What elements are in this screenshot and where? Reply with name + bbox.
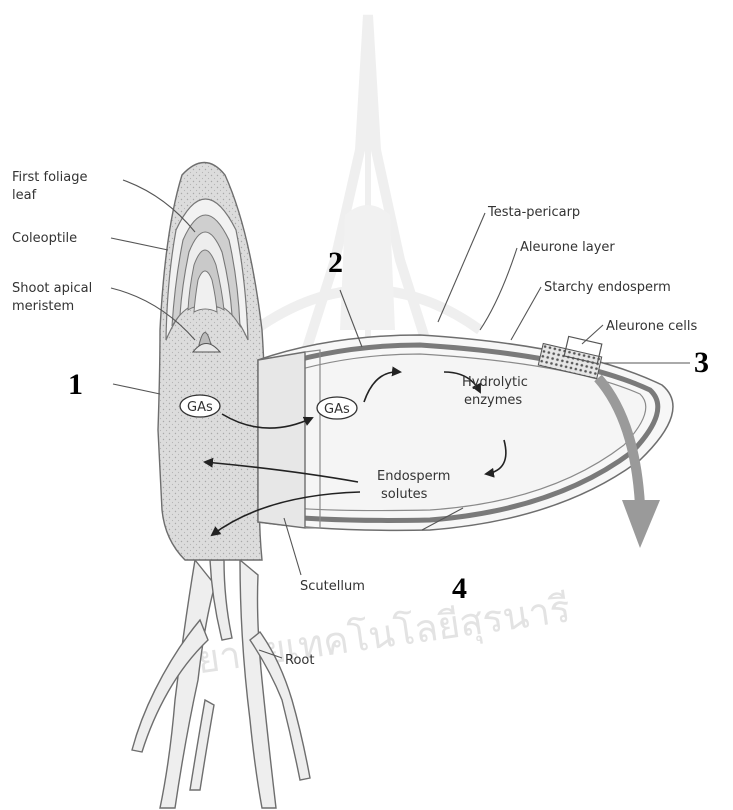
callout-4: 4 [452,572,467,605]
label-shoot-apical-meristem-1: Shoot apical [12,281,92,296]
label-endosperm-solutes-1: Endosperm [377,469,450,484]
label-first-foliage-leaf-1: First foliage [12,170,87,185]
label-coleoptile: Coleoptile [12,231,77,246]
label-shoot-apical-meristem-2: meristem [12,299,74,314]
label-aleurone-layer: Aleurone layer [520,240,615,255]
label-aleurone-cells: Aleurone cells [606,319,697,334]
label-testa-pericarp: Testa-pericarp [487,205,580,220]
root-system [132,560,310,808]
callout-1: 1 [68,368,83,401]
label-gas-embryo: GAs [187,400,213,415]
label-endosperm-solutes-2: solutes [381,487,428,502]
label-root: Root [285,653,314,668]
seed-endosperm [258,335,673,548]
label-gas-scutellum: GAs [324,402,350,417]
embryo-shoot [158,163,265,561]
label-hydrolytic-enzymes-2: enzymes [464,393,522,408]
callout-2: 2 [328,246,343,279]
callout-3: 3 [694,346,709,379]
label-starchy-endosperm: Starchy endosperm [544,280,671,295]
label-first-foliage-leaf-2: leaf [12,188,37,203]
label-scutellum: Scutellum [300,579,365,594]
label-hydrolytic-enzymes-1: Hydrolytic [462,375,528,390]
